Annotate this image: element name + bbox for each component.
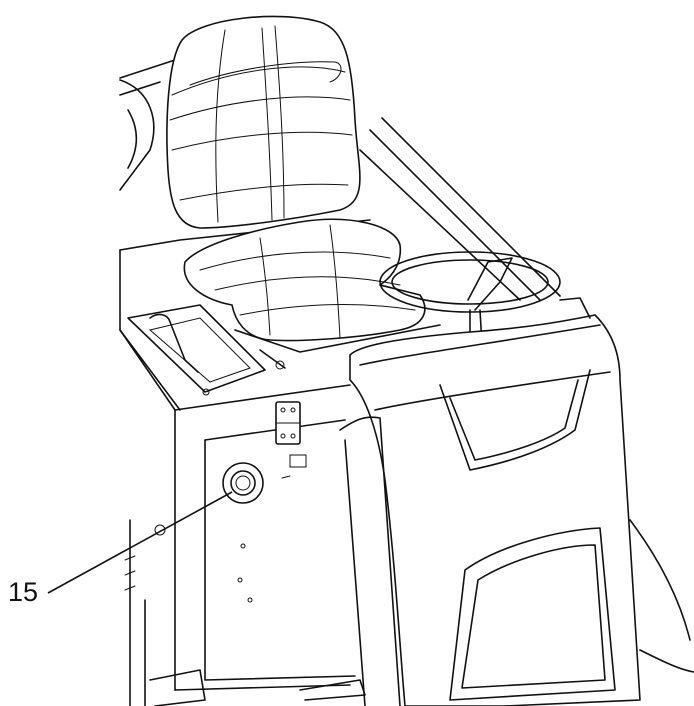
base-floor [149,519,694,706]
callout-number-15: 15 [8,577,39,607]
main-body [119,249,356,706]
control-knob [222,454,307,603]
left-panel [127,304,286,396]
front-housing [339,297,641,706]
callout-leader [47,491,233,594]
hinge [275,401,301,445]
seat-back [166,15,361,229]
